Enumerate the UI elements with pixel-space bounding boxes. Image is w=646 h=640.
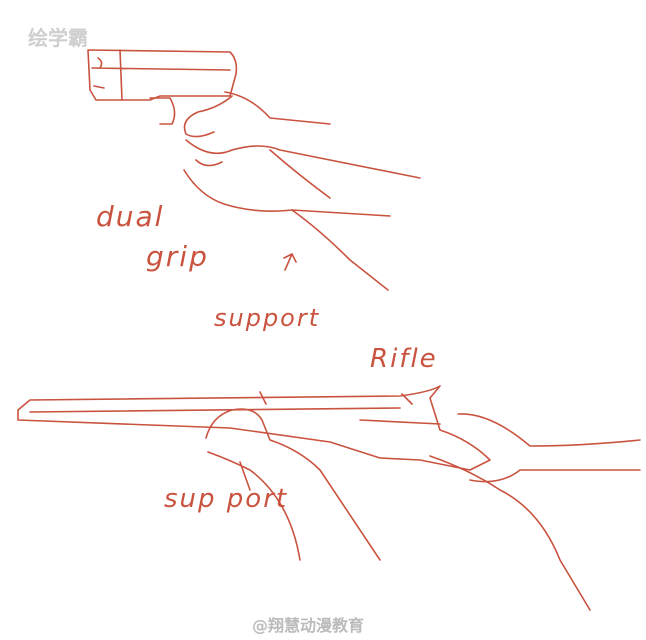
label-rifle: Rifle xyxy=(370,344,438,374)
watermark-bottom: @翔慧动漫教育 xyxy=(252,616,365,635)
arrow-icon xyxy=(283,253,297,271)
pistol-dual-grip-sketch xyxy=(87,49,421,291)
label-support-bottom: sup port xyxy=(164,484,289,514)
label-grip: grip xyxy=(146,240,209,273)
rifle-support-sketch xyxy=(17,253,641,611)
watermark-top-left: 绘学霸 xyxy=(28,26,88,50)
label-support-top: support xyxy=(214,304,321,332)
label-dual: dual xyxy=(96,200,165,233)
